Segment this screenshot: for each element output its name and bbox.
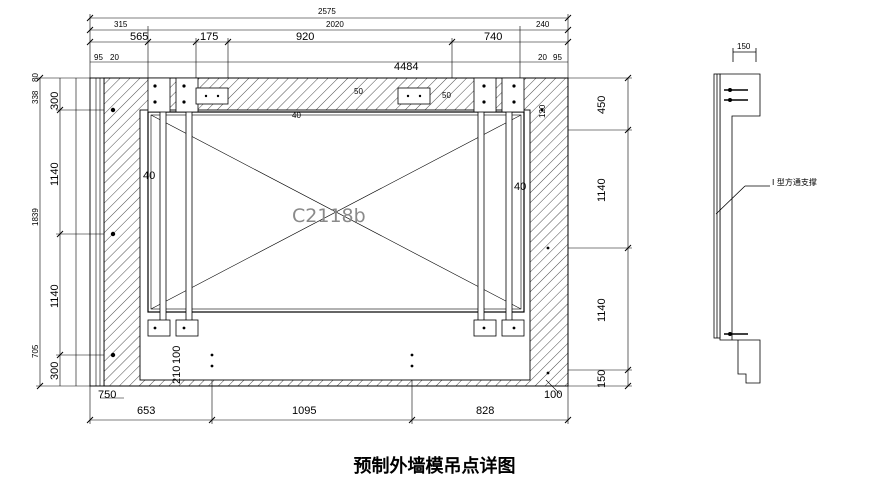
- dim-seg-3: 920: [296, 31, 314, 43]
- dim-bottom-100: 100: [544, 389, 562, 401]
- dim-inner-50: 50: [354, 87, 363, 96]
- dimension-ticks: [36, 14, 632, 424]
- dim-right-150: 150: [596, 370, 608, 388]
- dim-right-side-40: 40: [514, 181, 526, 193]
- dim-left-705: 705: [31, 344, 40, 358]
- dim-bottom-828: 828: [476, 405, 494, 417]
- dim-bottom-653: 653: [137, 405, 155, 417]
- dim-left-1140b: 1140: [49, 284, 61, 308]
- dim-left-small-2: 20: [110, 53, 119, 62]
- dim-right-offset: 240: [536, 20, 550, 29]
- side-section-view: [713, 48, 770, 384]
- dim-left-side-40: 40: [143, 170, 155, 182]
- dim-left-300b: 300: [49, 362, 61, 380]
- dim-right-side-120: 120: [538, 104, 547, 118]
- window-label: C2118b: [292, 205, 366, 227]
- dim-right-small-2: 95: [553, 53, 562, 62]
- dim-seg-1: 565: [130, 31, 148, 43]
- dim-middle: 2020: [326, 20, 344, 29]
- dim-left-1140a: 1140: [49, 162, 61, 186]
- dim-left-1839: 1839: [31, 208, 40, 226]
- dim-left-300: 300: [49, 92, 61, 110]
- window-opening: C2118b: [147, 111, 525, 313]
- dim-left-offset: 315: [114, 20, 128, 29]
- dimension-lines: [36, 14, 632, 424]
- dim-left-small: 95: [94, 53, 103, 62]
- dim-left-100: 100: [171, 346, 183, 364]
- dim-mid-small: 4484: [394, 61, 418, 73]
- dim-bottom-1095: 1095: [292, 405, 316, 417]
- dim-right-1140a: 1140: [596, 178, 608, 202]
- dim-side-150: 150: [737, 42, 751, 51]
- dim-overall: 2575: [318, 7, 336, 16]
- dim-seg-4: 740: [484, 31, 502, 43]
- dim-left-80: 80: [31, 73, 40, 82]
- drawing-caption: 预制外墙模吊点详图: [353, 456, 516, 477]
- dim-seg-2: 175: [200, 31, 218, 43]
- dim-inner-40: 40: [292, 111, 301, 120]
- dim-right-450: 450: [596, 96, 608, 114]
- dim-left-338: 338: [31, 90, 40, 104]
- callout-label: I 型方通支撑: [772, 177, 817, 187]
- dim-bottom-750: 750: [98, 389, 116, 401]
- dim-inner-50b: 50: [442, 91, 451, 100]
- dim-right-1140b: 1140: [596, 298, 608, 322]
- bolt-dots: [110, 84, 550, 375]
- side-view-bolts: [728, 88, 732, 336]
- dim-left-210: 210: [171, 366, 183, 384]
- dim-right-small: 20: [538, 53, 547, 62]
